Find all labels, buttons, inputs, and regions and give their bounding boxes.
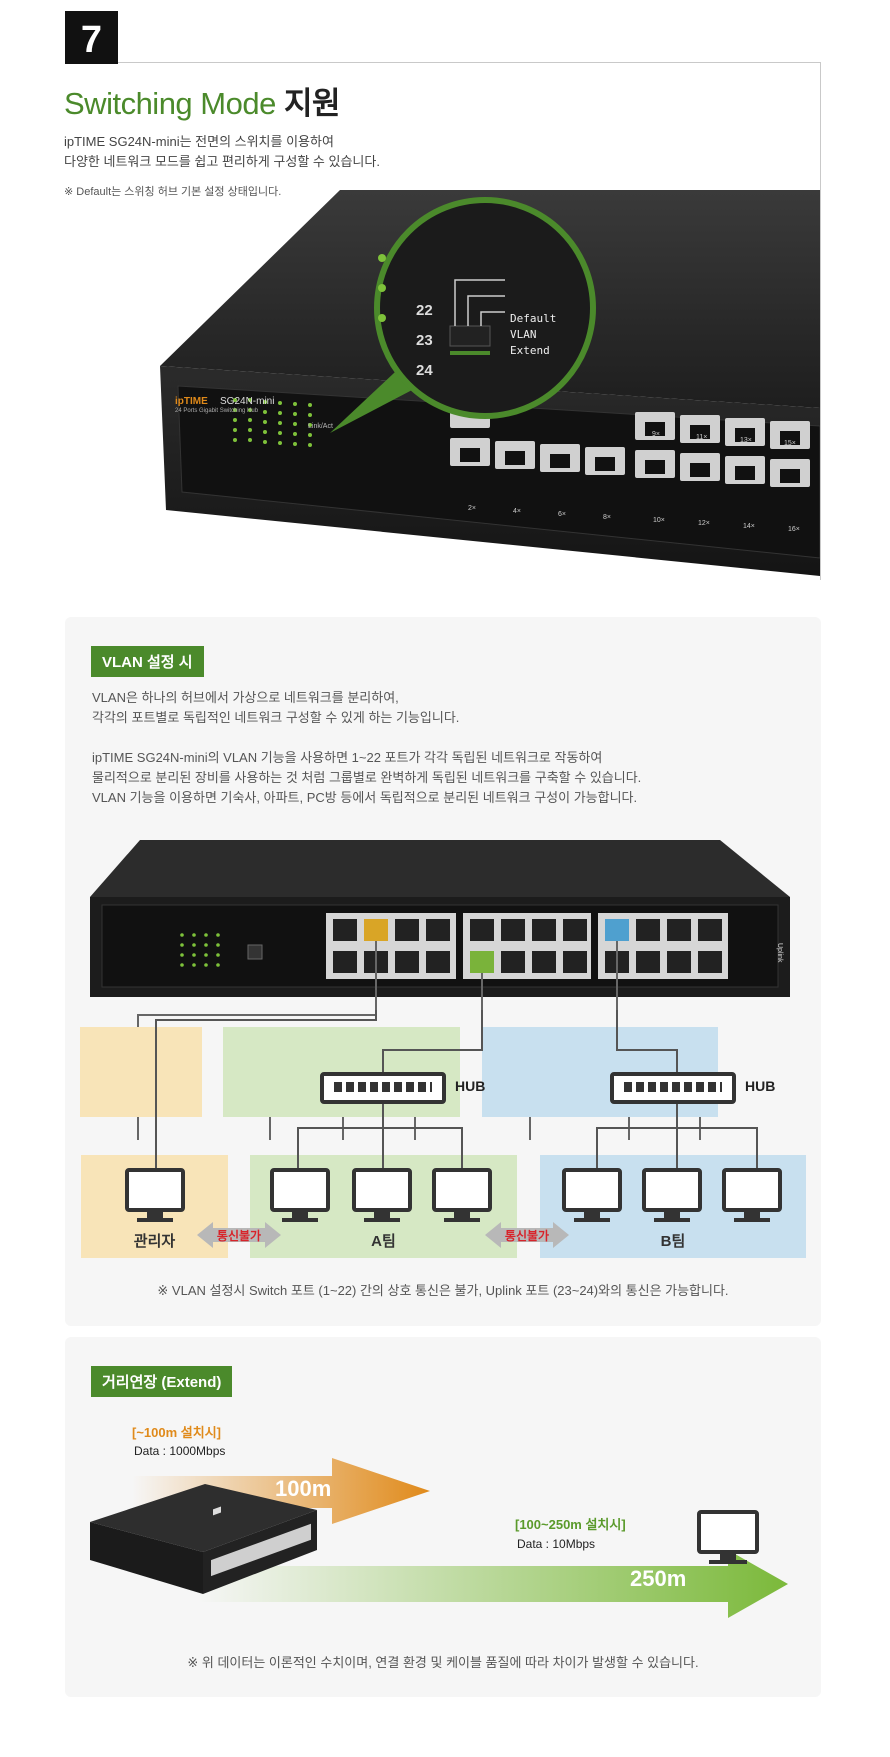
led-number-23: 23	[416, 332, 433, 349]
hub-label-a: HUB	[455, 1078, 486, 1094]
range-250m-label: 250m	[630, 1566, 687, 1591]
port-label: 11×	[696, 434, 708, 441]
monitor-icon	[270, 1168, 330, 1222]
switch-small-image	[90, 1484, 317, 1594]
device-brand: ipTIME	[175, 396, 208, 407]
switch-hero-image	[160, 190, 820, 576]
monitor-icon	[352, 1168, 412, 1222]
vlan-topology-lines	[155, 1010, 758, 1170]
port-label: 6×	[558, 511, 566, 518]
vlan-badge: VLAN 설정 시	[91, 646, 204, 677]
monitor-icon	[432, 1168, 492, 1222]
vlan-detail-line: ipTIME SG24N-mini의 VLAN 기능을 사용하면 1~22 포트…	[92, 750, 603, 765]
monitor-icon	[697, 1510, 759, 1564]
port-label: 16×	[788, 526, 800, 533]
hub-ports	[334, 1082, 432, 1092]
port-label: 2×	[468, 505, 476, 512]
port-label: 15×	[784, 440, 796, 447]
port-label: 14×	[743, 523, 755, 530]
short-range-data: Data : 1000Mbps	[134, 1444, 226, 1458]
blocked-label-right: 통신불가	[504, 1229, 550, 1243]
link-act-label: Link/Act	[308, 423, 333, 430]
intro-line: ipTIME SG24N-mini는 전면의 스위치를 이용하여	[64, 134, 334, 149]
vlan-footnote: ※ VLAN 설정시 Switch 포트 (1~22) 간의 상호 통신은 불가…	[157, 1283, 729, 1298]
monitor-icon	[642, 1168, 702, 1222]
port-label: 13×	[740, 437, 752, 444]
uplink-label: Uplink	[776, 943, 783, 963]
mode-extend-label: Extend	[510, 344, 550, 357]
blocked-label-left: 통신불가	[216, 1229, 262, 1243]
hub-ports	[624, 1082, 722, 1092]
vlan-detail: ipTIME SG24N-mini의 VLAN 기능을 사용하면 1~22 포트…	[92, 748, 641, 808]
intro-line: 다양한 네트워크 모드를 쉽고 편리하게 구성할 수 있습니다.	[64, 154, 380, 169]
title-english: Switching Mode	[64, 86, 276, 121]
page-title: Switching Mode 지원	[64, 78, 341, 123]
blocked-arrow-right	[485, 1222, 569, 1248]
extend-badge: 거리연장 (Extend)	[91, 1366, 233, 1397]
vlan-diagram	[80, 840, 790, 1140]
monitor-icon	[125, 1168, 185, 1222]
vlan-desc-line: VLAN은 하나의 허브에서 가상으로 네트워크를 분리하여,	[92, 690, 399, 705]
hub-label-b: HUB	[745, 1078, 776, 1094]
section-number: 7	[65, 11, 118, 64]
range-arrow-250m	[198, 1550, 788, 1618]
admin-label: 관리자	[133, 1233, 176, 1250]
extend-footnote: ※ 위 데이터는 이론적인 수치이며, 연결 환경 및 케이블 품질에 따라 차…	[187, 1655, 699, 1670]
vlan-detail-line: VLAN 기능을 이용하면 기숙사, 아파트, PC방 등에서 독립적으로 분리…	[92, 790, 638, 805]
team-a-label: A팀	[371, 1233, 396, 1250]
port-label: 12×	[698, 520, 710, 527]
short-range-tag: [~100m 설치시]	[132, 1425, 221, 1440]
device-model: SG24N-mini	[220, 396, 275, 407]
hub-device-a	[320, 1072, 446, 1104]
port-label: 8×	[603, 514, 611, 521]
mode-default-label: Default	[510, 312, 557, 325]
vlan-description: VLAN은 하나의 허브에서 가상으로 네트워크를 분리하여, 각각의 포트별로…	[92, 688, 459, 728]
hub-device-b	[610, 1072, 736, 1104]
intro-text: ipTIME SG24N-mini는 전면의 스위치를 이용하여 다양한 네트워…	[64, 132, 380, 172]
long-range-data: Data : 10Mbps	[517, 1537, 596, 1551]
device-subtitle: 24 Ports Gigabit Switching Hub	[175, 408, 259, 414]
header-divider	[118, 62, 820, 63]
long-range-tag: [100~250m 설치시]	[515, 1517, 626, 1532]
port-label: 4×	[513, 508, 521, 515]
led-number-24: 24	[416, 362, 433, 379]
mode-vlan-label: VLAN	[510, 328, 537, 341]
range-100m-label: 100m	[275, 1476, 332, 1501]
port-label: 9×	[652, 431, 660, 438]
title-korean: 지원	[283, 86, 341, 121]
blocked-arrow-left	[197, 1222, 281, 1248]
port-label: 10×	[653, 517, 665, 524]
monitor-icon	[722, 1168, 782, 1222]
vlan-desc-line: 각각의 포트별로 독립적인 네트워크 구성할 수 있게 하는 기능입니다.	[92, 710, 460, 725]
team-b-label: B팀	[660, 1233, 686, 1250]
vlan-detail-line: 물리적으로 분리된 장비를 사용하는 것 처럼 그룹별로 완벽하게 독립된 네트…	[92, 770, 642, 785]
led-number-22: 22	[416, 302, 433, 319]
monitor-icon	[562, 1168, 622, 1222]
default-note: ※ Default는 스위칭 허브 기본 설정 상태입니다.	[64, 186, 282, 198]
header-side-rule	[820, 62, 821, 580]
